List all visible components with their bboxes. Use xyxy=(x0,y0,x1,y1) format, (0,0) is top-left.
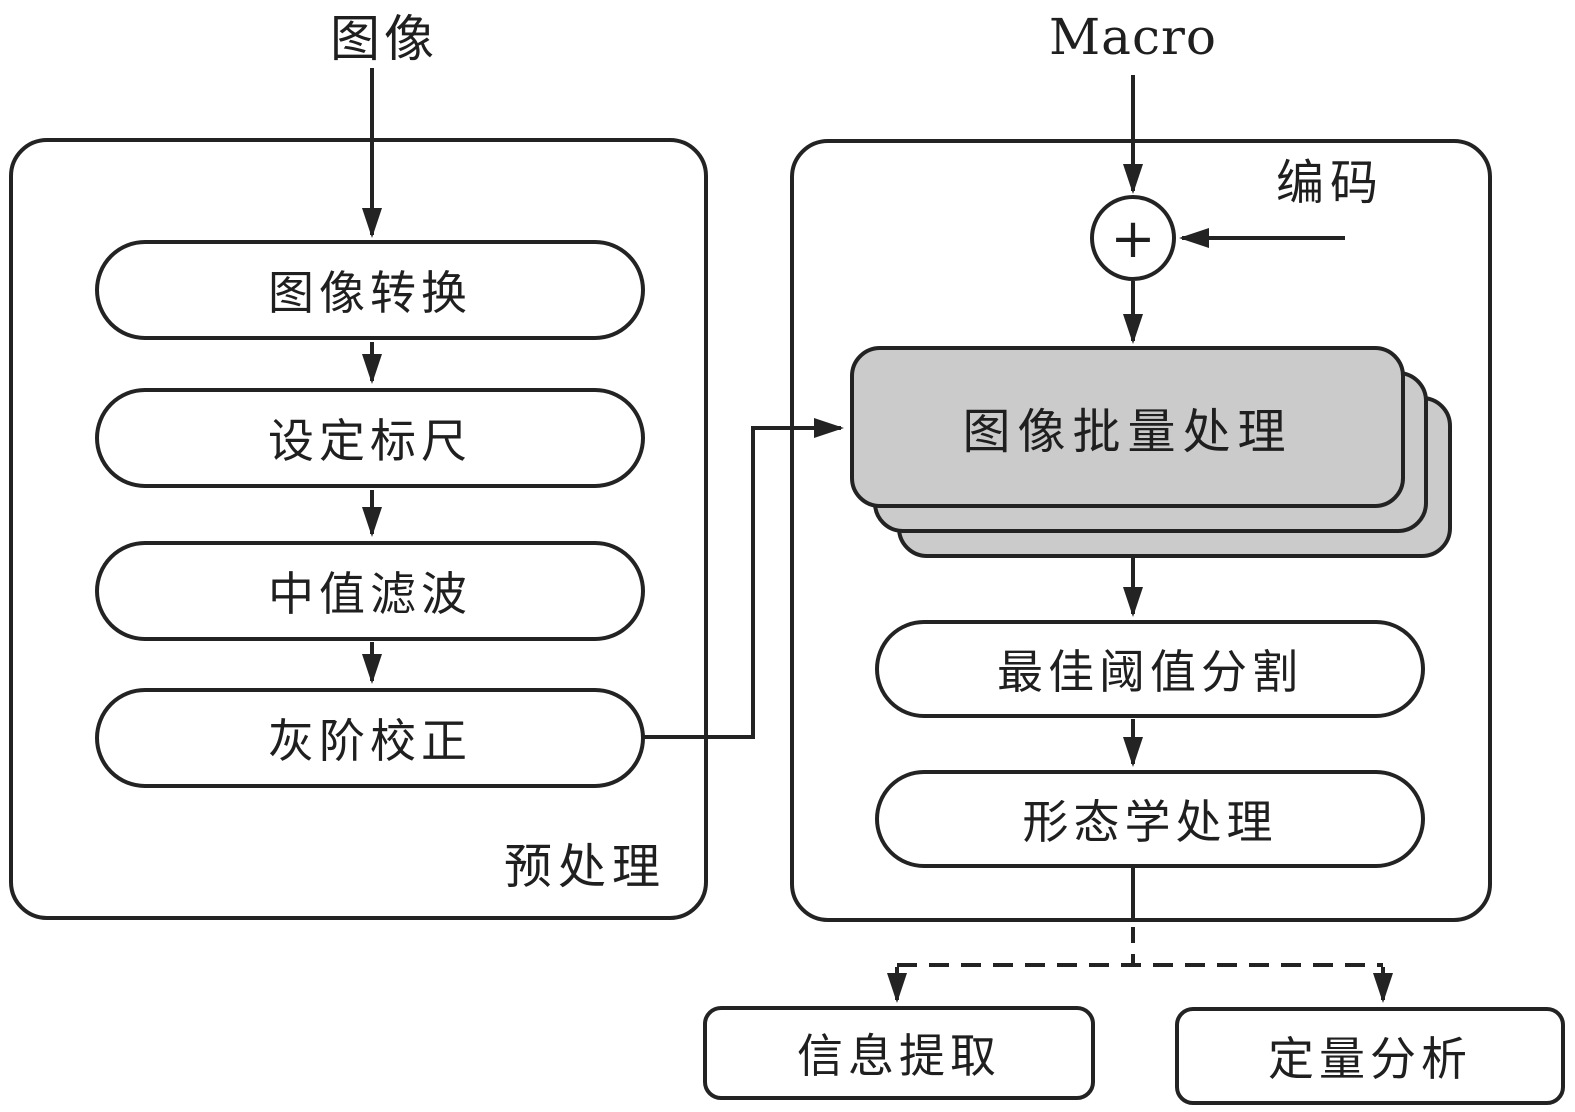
step-box-median-filter: 中值滤波 xyxy=(95,541,645,641)
step-label: 灰阶校正 xyxy=(268,714,472,768)
preprocess-group-container xyxy=(9,138,708,920)
output-label: 定量分析 xyxy=(1268,1032,1472,1086)
step-box-set-scale: 设定标尺 xyxy=(95,388,645,488)
step-label: 设定标尺 xyxy=(268,414,472,468)
output-label: 信息提取 xyxy=(797,1029,1001,1083)
batch-stack-card-front: 图像批量处理 xyxy=(850,346,1405,508)
step-label: 中值滤波 xyxy=(268,567,472,621)
encoding-group-container xyxy=(790,139,1492,922)
step-label: 最佳阈值分割 xyxy=(997,645,1303,699)
plus-icon: + xyxy=(1110,206,1156,270)
batch-box-label: 图像批量处理 xyxy=(962,404,1293,460)
output-box-quantitative-analysis: 定量分析 xyxy=(1175,1007,1565,1105)
image-source-label: 图像 xyxy=(330,10,438,68)
encoding-group-label: 编码 xyxy=(1275,155,1384,211)
sum-junction-node: + xyxy=(1090,195,1176,281)
output-box-info-extraction: 信息提取 xyxy=(703,1006,1095,1100)
step-label: 形态学处理 xyxy=(1022,795,1278,849)
step-label: 图像转换 xyxy=(268,266,472,320)
connector-gray-to-batch xyxy=(643,418,844,739)
macro-source-label: Macro xyxy=(1048,8,1217,66)
step-box-image-conversion: 图像转换 xyxy=(95,240,645,340)
step-box-gray-correction: 灰阶校正 xyxy=(95,688,645,788)
step-box-threshold-segmentation: 最佳阈值分割 xyxy=(875,620,1425,718)
step-box-morphology: 形态学处理 xyxy=(875,770,1425,868)
preprocess-group-label: 预处理 xyxy=(503,839,666,895)
